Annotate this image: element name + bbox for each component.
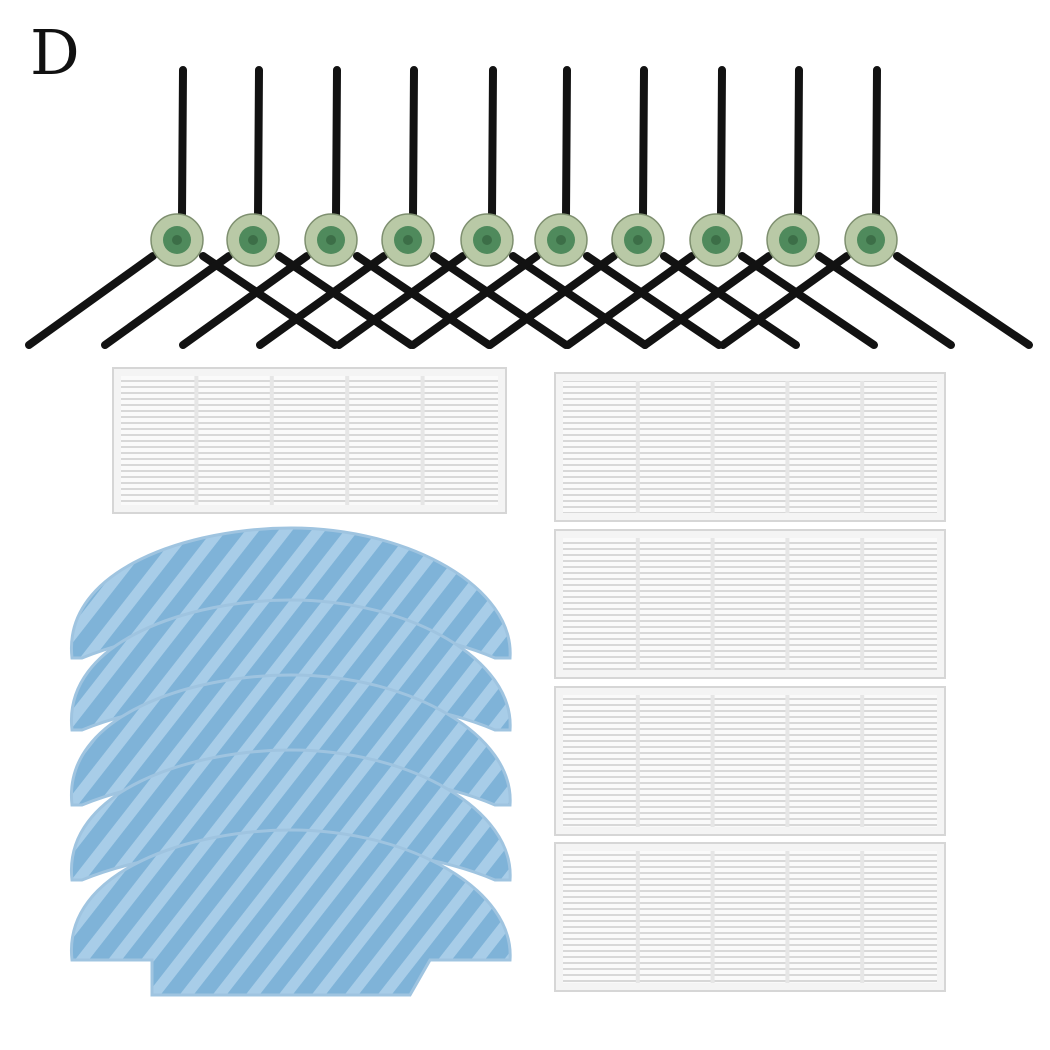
side-brush [335,66,649,349]
mop-pad-group [70,526,512,997]
side-brush [101,66,415,349]
side-brush [256,66,570,349]
side-brush [409,66,723,349]
hepa-filter [112,367,507,514]
side-brush [25,66,339,349]
variant-label: D [30,16,80,89]
side-brush [719,66,1033,349]
side-brush [179,66,493,349]
side-brush [564,66,878,349]
side-brush [486,66,800,349]
mop-pad [70,828,512,997]
filter-group [112,367,946,992]
side-brush [641,66,955,349]
hepa-filter [554,686,946,836]
hepa-filter [554,372,946,522]
side-brush-group [25,66,1033,349]
hepa-filter [554,842,946,992]
hepa-filter [554,529,946,679]
